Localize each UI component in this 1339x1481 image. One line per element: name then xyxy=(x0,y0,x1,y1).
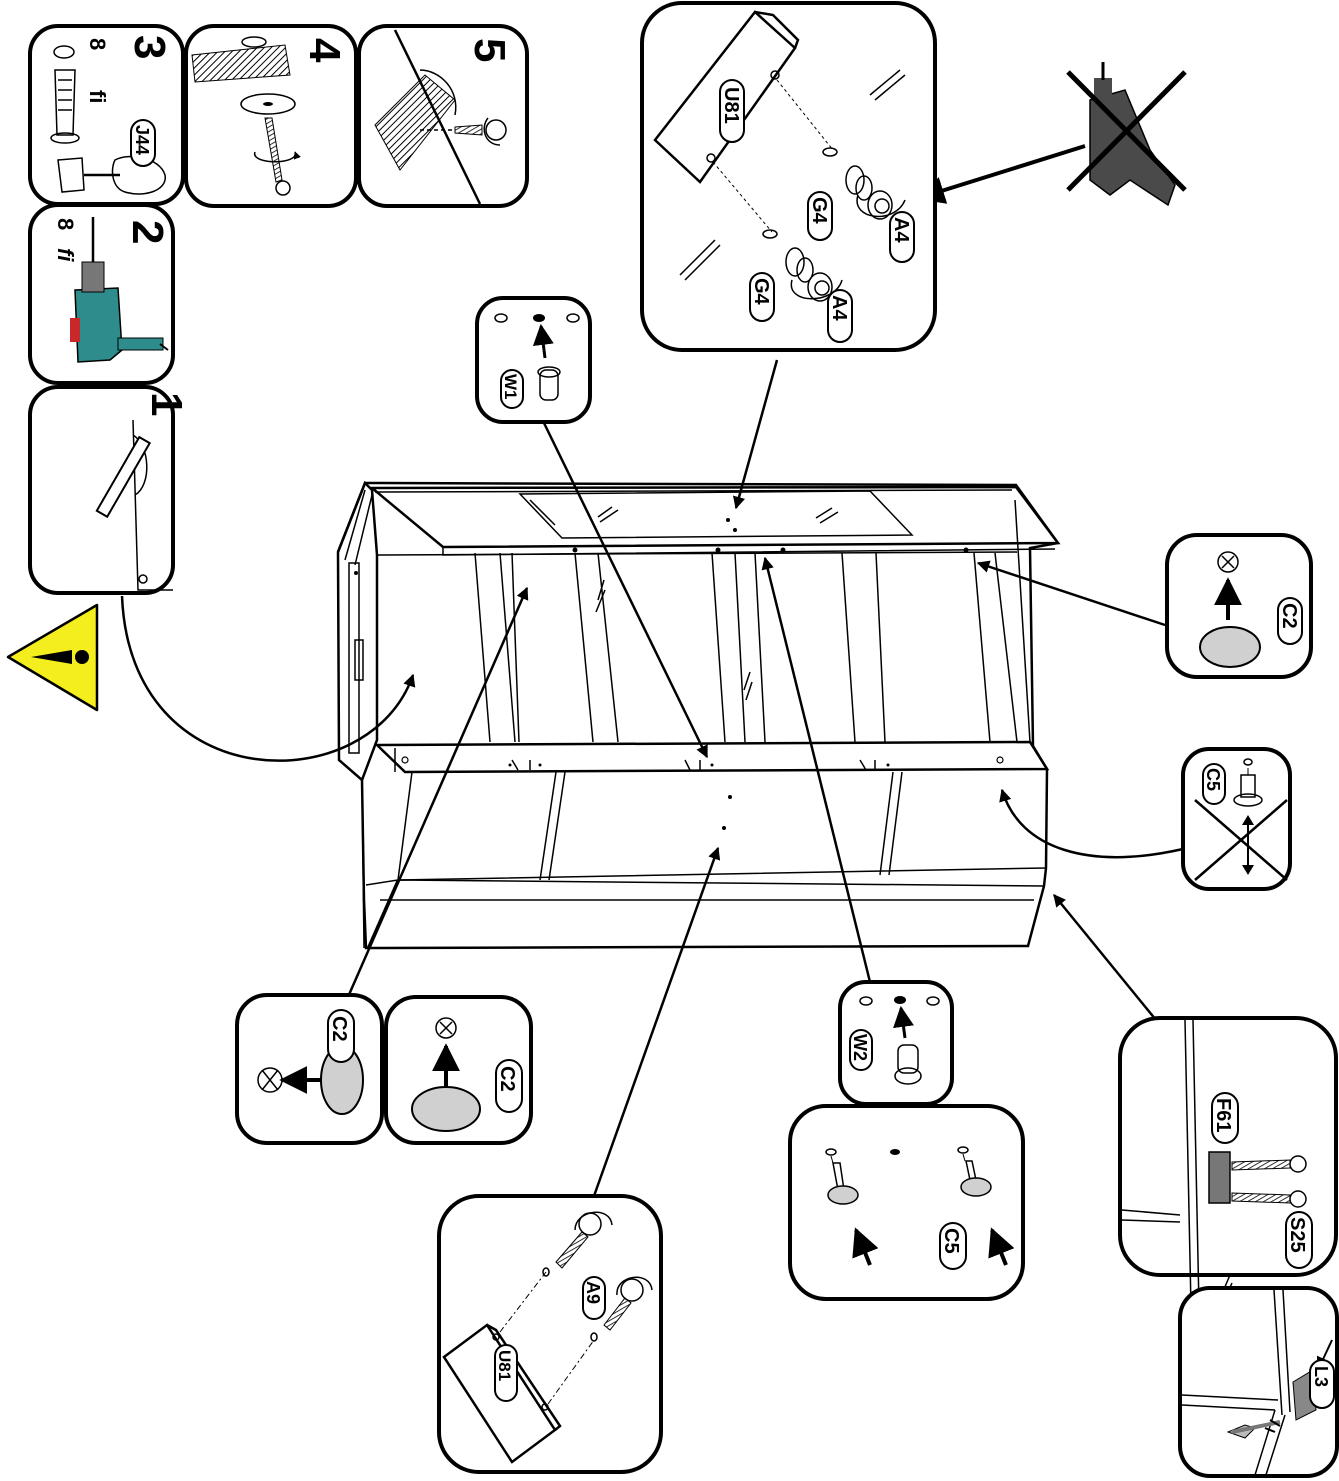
step-4-panel: 4 xyxy=(184,24,358,208)
drill-size-8: 8 xyxy=(53,218,78,230)
part-s25-label: S25 xyxy=(1286,1217,1308,1253)
c2-panel-left-b: C2 xyxy=(384,995,533,1145)
c2-panel-right: C2 xyxy=(1165,533,1313,679)
warning-icon xyxy=(6,603,99,712)
no-power-drill-icon xyxy=(1066,62,1187,207)
part-f61-label: F61 xyxy=(1212,1098,1234,1132)
part-c2-label-right: C2 xyxy=(1278,603,1300,629)
part-l3-label: L3 xyxy=(1311,1366,1331,1387)
c5-panel-right: C5 xyxy=(1181,747,1292,891)
l3-panel: L3 xyxy=(1178,1286,1339,1479)
part-u81-label-2: U81 xyxy=(495,1350,514,1381)
part-w1-label: W1 xyxy=(501,374,520,400)
cabinet-drawing xyxy=(336,480,1061,950)
part-c5-label-legs: C5 xyxy=(940,1228,962,1254)
c2-panel-left-a: C2 xyxy=(235,993,384,1145)
connector-arrows xyxy=(120,144,1184,1197)
c5-legs-panel: C5 xyxy=(788,1104,1025,1301)
step-3-number: 3 xyxy=(125,35,174,59)
part-j44-label: J44 xyxy=(132,125,152,155)
part-g4-label-2: G4 xyxy=(750,278,772,306)
step-5-number: 5 xyxy=(465,38,514,62)
step-1-panel: 1 xyxy=(28,385,191,595)
step-5-panel: 5 xyxy=(357,24,529,208)
step-4-number: 4 xyxy=(300,38,349,63)
part-a9-label: A9 xyxy=(583,1281,603,1304)
part-c5-label-right: C5 xyxy=(1203,768,1223,791)
w1-panel: W1 xyxy=(475,296,592,424)
step-2-number: 2 xyxy=(123,220,172,244)
drill-size-8-3: 8 xyxy=(85,38,110,50)
drill-size-fi-3: fi xyxy=(85,90,110,103)
part-c2-label-left-a: C2 xyxy=(328,1016,350,1042)
part-w2-label: W2 xyxy=(850,1034,870,1061)
part-g4-label-1: G4 xyxy=(808,197,830,225)
drill-icon xyxy=(70,217,169,363)
step-3-panel: fi 8 3 J44 xyxy=(28,24,185,206)
screw-icon xyxy=(264,117,291,196)
drill-size-fi: fi xyxy=(53,248,78,262)
w2-panel: W2 xyxy=(838,980,954,1106)
glass-hinge-panel: U81 G4 A4 G4 A4 xyxy=(640,1,937,352)
step-2-panel: fi 8 2 xyxy=(28,203,175,385)
u81-a9-panel: A9 U81 xyxy=(437,1194,663,1474)
step-1-number: 1 xyxy=(142,392,191,416)
part-a4-label-2: A4 xyxy=(828,295,850,321)
part-u81-label: U81 xyxy=(720,87,742,124)
part-c2-label-left-b: C2 xyxy=(496,1066,518,1092)
part-a4-label-1: A4 xyxy=(890,217,912,243)
